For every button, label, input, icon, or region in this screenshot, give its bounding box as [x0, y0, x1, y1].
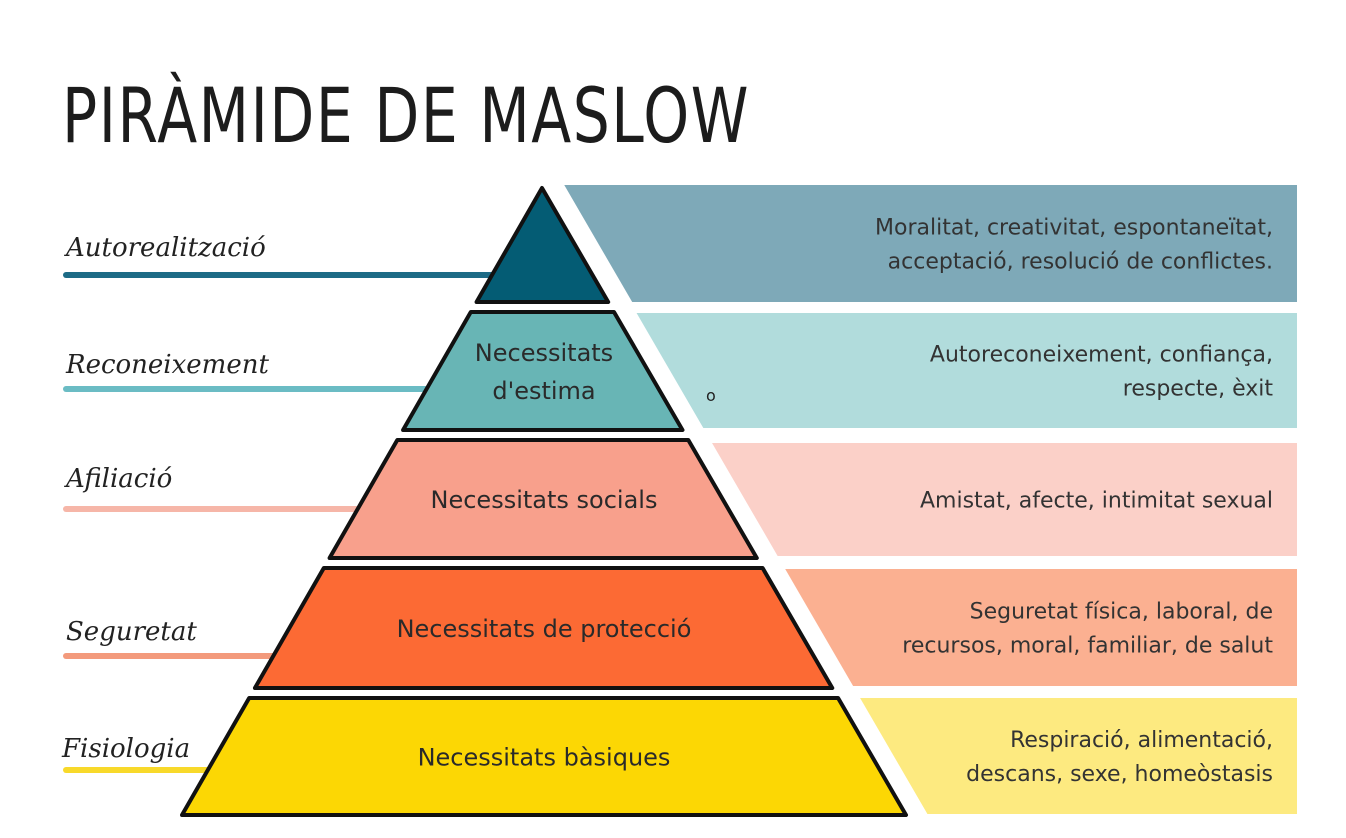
- side-label: Reconeixement: [65, 350, 269, 380]
- band-description-text: recursos, moral, familiar, de salut: [902, 634, 1273, 659]
- description-bands: Moralitat, creativitat, espontaneïtat, ac…: [564, 185, 1297, 814]
- pyramid-tier: [401, 310, 685, 432]
- side-label-lines: [63, 272, 497, 773]
- band-description-text: Seguretat física, laboral, de: [970, 600, 1273, 625]
- band-description-text: respecte, èxit: [1123, 377, 1274, 402]
- side-labels: AutorealitzacióReconeixementAfiliacióSeg…: [61, 233, 269, 764]
- description-band: [860, 698, 1297, 814]
- side-label: Afiliació: [64, 464, 172, 494]
- page-title: PIRÀMIDE DE MASLOW: [62, 71, 750, 160]
- band-description-text: descans, sexe, homeòstasis: [966, 762, 1273, 787]
- side-label: Seguretat: [66, 617, 197, 647]
- band-description-text: Moralitat, creativitat, espontaneïtat,: [875, 216, 1273, 241]
- band-description-text: acceptació, resolució de conflictes.: [888, 250, 1273, 275]
- description-band: [564, 185, 1297, 302]
- pyramid-tier: [327, 438, 759, 560]
- stray-mark: o: [706, 386, 716, 405]
- pyramid-tier-label: Necessitats socials: [431, 486, 658, 514]
- pyramid-tier-label: Necessitats bàsiques: [418, 744, 671, 772]
- description-band: [636, 313, 1297, 428]
- band-description-text: Autoreconeixement, confiança,: [930, 343, 1273, 368]
- pyramid-tier: [474, 186, 611, 304]
- pyramid-tier: [180, 696, 908, 817]
- pyramid-tier-label: Necessitats: [475, 339, 613, 367]
- description-band: [785, 569, 1297, 686]
- pyramid-tier-label: Necessitats de protecció: [397, 615, 692, 643]
- pyramid-tier: [252, 566, 835, 690]
- band-description-text: Respiració, alimentació,: [1010, 728, 1273, 753]
- pyramid-tier-label: d'estima: [492, 377, 595, 405]
- side-label: Fisiologia: [61, 734, 190, 764]
- side-label: Autorealització: [64, 233, 266, 263]
- band-description-text: Amistat, afecte, intimitat sexual: [920, 489, 1273, 514]
- description-band: [712, 443, 1297, 556]
